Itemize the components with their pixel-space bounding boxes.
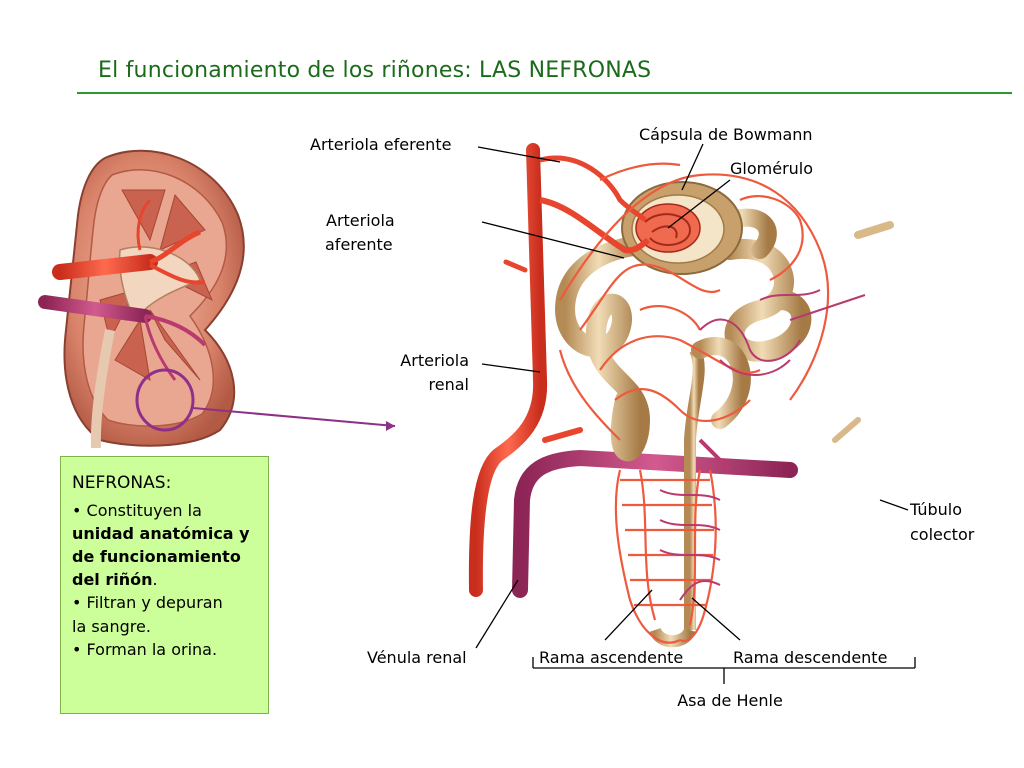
label-arteriola-aferente-2: aferente [325, 235, 393, 254]
label-tubulo-colector-1: Túbulo [909, 500, 962, 519]
nephron-highlight-circle [135, 368, 195, 432]
info-bullet2-line1: • Filtran y depuran [72, 593, 223, 613]
info-bullet1-bold3: del riñón [72, 570, 153, 590]
label-rama-descendente: Rama descendente [733, 648, 887, 667]
renal-arteriole [468, 143, 548, 597]
label-tubulo-colector-2: colector [910, 525, 975, 544]
info-heading-text: NEFRONAS [72, 473, 166, 493]
renal-venule [512, 449, 798, 598]
label-arteriola-eferente: Arteriola eferente [310, 135, 451, 154]
info-heading-colon: : [165, 473, 172, 493]
label-arteriola-renal-1: Arteriola [400, 351, 469, 370]
pointer-arrow [192, 407, 396, 427]
nefronas-info-box: NEFRONAS: • Constituyen la unidad anatóm… [60, 456, 269, 714]
leader-lines [475, 143, 916, 684]
renal-vein [38, 295, 152, 323]
proximal-tubule [554, 235, 651, 462]
label-capsula-bowmann: Cápsula de Bowmann [639, 125, 813, 144]
label-venula-renal: Vénula renal [367, 648, 467, 667]
page-title: El funcionamiento de los riñones: LAS NE… [98, 58, 652, 83]
info-heading: NEFRONAS: [72, 471, 258, 496]
venous-capillaries [659, 289, 866, 601]
info-bullet2-line2: la sangre. [72, 616, 151, 636]
ureter [90, 329, 115, 449]
label-arteriola-aferente-1: Arteriola [326, 211, 395, 230]
kidney-illustration [38, 149, 396, 449]
label-arteriola-renal-2: renal [429, 375, 469, 394]
efferent-arteriole [539, 155, 647, 222]
info-bullet1-line1: • Constituyen la [72, 500, 202, 520]
info-bullet1-bold2: de funcionamiento [72, 547, 241, 567]
renal-artery [52, 254, 158, 280]
info-bullet1-end: . [152, 570, 158, 590]
afferent-arteriole [539, 197, 650, 254]
info-bullet3: • Forman la orina. [72, 639, 218, 659]
label-asa-henle: Asa de Henle [677, 691, 783, 710]
label-rama-ascendente: Rama ascendente [539, 648, 683, 667]
info-bullet1-bold1: unidad anatómica y [72, 523, 250, 543]
info-bullet1-bold3-line: del riñón. [72, 568, 258, 591]
label-glomerulo: Glomérulo [730, 159, 813, 178]
title-divider [77, 92, 1012, 94]
peritubular-capillaries [558, 162, 830, 644]
nephron-illustration [468, 143, 894, 648]
bowman-capsule [621, 181, 743, 275]
